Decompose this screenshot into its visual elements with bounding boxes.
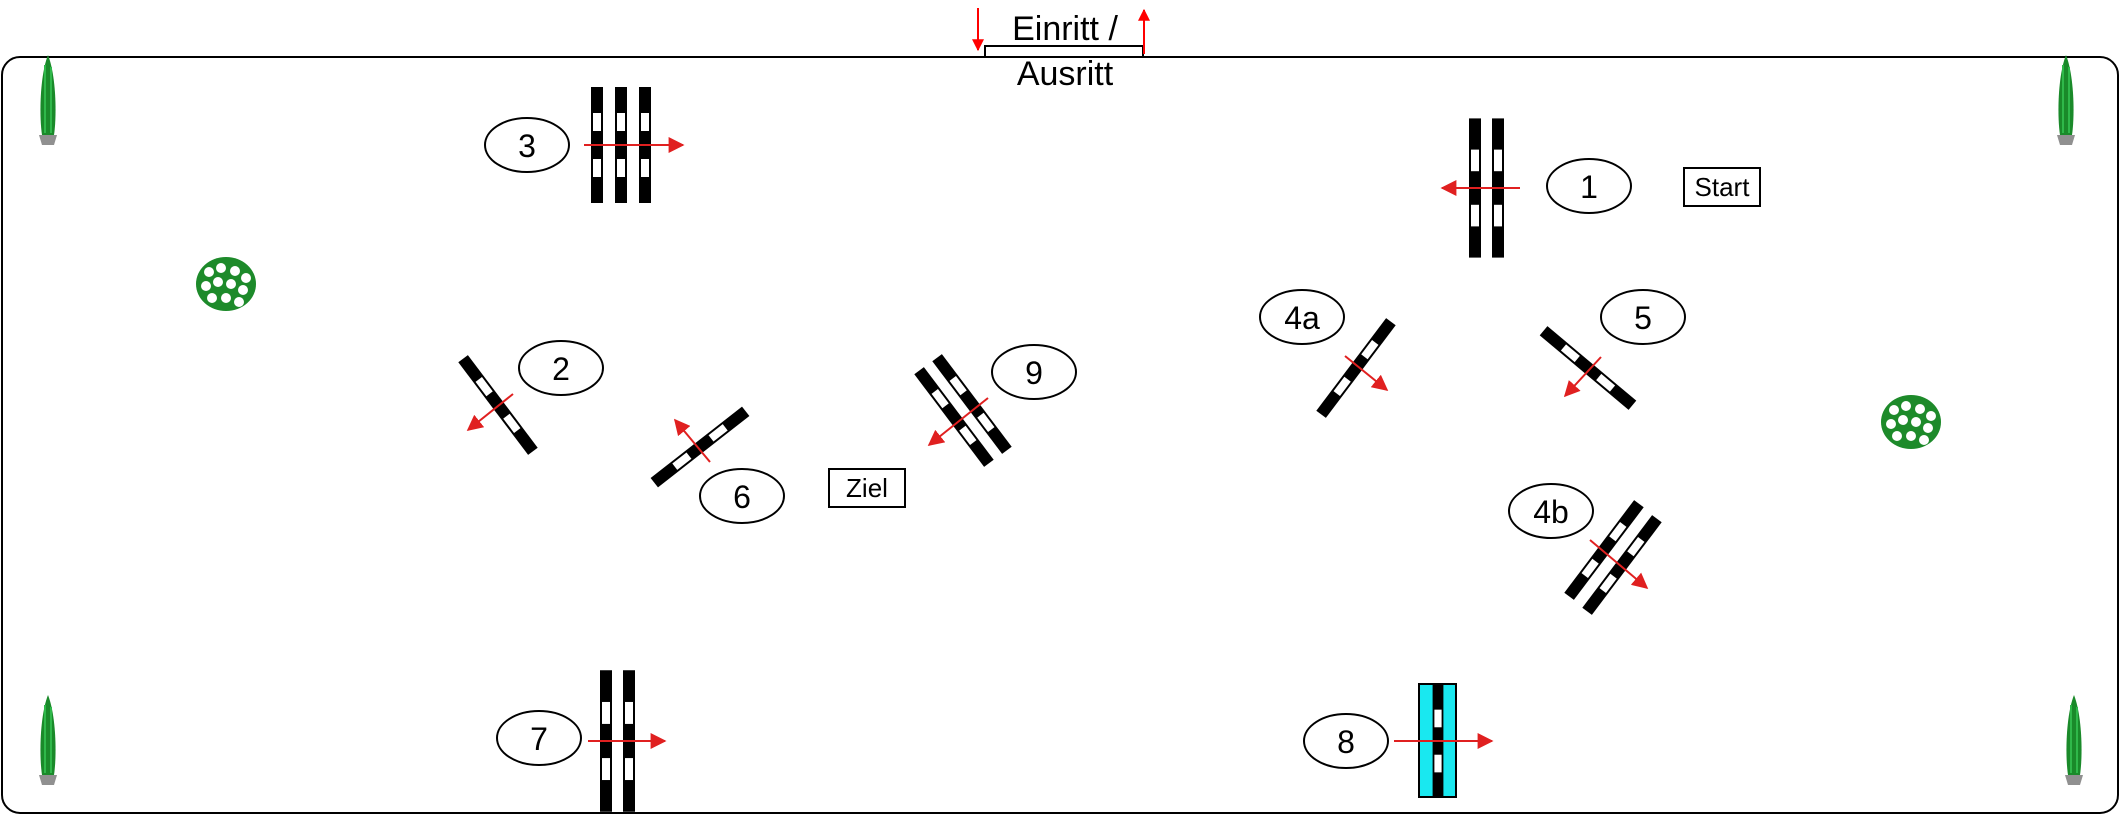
obstacle-8: 8 bbox=[1303, 683, 1494, 798]
obstacle-number-bubble bbox=[1259, 289, 1345, 345]
obstacle-number: 1 bbox=[1580, 169, 1598, 205]
obstacle-number-bubble bbox=[1508, 483, 1594, 539]
obstacle-7: 7 bbox=[496, 670, 667, 812]
obstacle-number-bubble bbox=[1546, 158, 1632, 214]
obstacle-number-bubble bbox=[518, 340, 604, 396]
obstacle-number-bubble bbox=[699, 468, 785, 524]
flower-bush-icon bbox=[1881, 395, 1941, 449]
obstacle-2: 2 bbox=[458, 340, 604, 455]
entrance-label-line1: Einritt / bbox=[1012, 10, 1118, 48]
cypress-plant-icon bbox=[38, 694, 58, 786]
obstacle-6: 6 bbox=[650, 406, 785, 524]
obstacle-number: 5 bbox=[1634, 300, 1652, 336]
obstacle-number-bubble bbox=[991, 344, 1077, 400]
finish-label: Ziel bbox=[846, 473, 888, 503]
start-marker: Start bbox=[1683, 167, 1761, 207]
obstacle-number: 4a bbox=[1284, 300, 1320, 336]
obstacle-number: 4b bbox=[1533, 494, 1569, 530]
obstacle-9: 9 bbox=[914, 344, 1077, 467]
direction-arrow-icon bbox=[673, 418, 711, 463]
obstacle-number: 8 bbox=[1337, 724, 1355, 760]
cypress-plant-icon bbox=[2064, 694, 2084, 786]
obstacle-number: 9 bbox=[1025, 355, 1043, 391]
obstacle-number-bubble bbox=[484, 117, 570, 173]
flower-bush-icon bbox=[196, 257, 256, 311]
obstacle-number-bubble bbox=[1600, 289, 1686, 345]
obstacle-number: 6 bbox=[733, 479, 751, 515]
obstacle-1: 1 bbox=[1440, 118, 1632, 258]
start-label: Start bbox=[1695, 172, 1751, 202]
cypress-plant-icon bbox=[2056, 54, 2076, 146]
direction-arrow-icon bbox=[466, 393, 514, 431]
finish-marker: Ziel bbox=[828, 468, 906, 508]
obstacle-number: 2 bbox=[552, 351, 570, 387]
obstacle-number: 3 bbox=[518, 128, 536, 164]
cypress-plant-icon bbox=[38, 54, 58, 146]
obstacle-number-bubble bbox=[1303, 713, 1389, 769]
direction-arrow-icon bbox=[1344, 355, 1389, 392]
arena-boundary bbox=[1, 56, 2119, 814]
obstacle-3: 3 bbox=[484, 87, 685, 203]
direction-arrow-icon bbox=[1589, 539, 1649, 590]
obstacle-number: 7 bbox=[530, 721, 548, 757]
obstacle-4a: 4a bbox=[1259, 289, 1396, 418]
obstacle-4b: 4b bbox=[1508, 483, 1662, 615]
obstacle-number-bubble bbox=[496, 710, 582, 766]
obstacle-5: 5 bbox=[1539, 289, 1686, 410]
direction-arrow-icon bbox=[927, 397, 989, 446]
direction-arrow-icon bbox=[1563, 356, 1602, 398]
entrance-gate: Einritt / Ausritt bbox=[972, 8, 1150, 93]
entrance-label-line2: Ausritt bbox=[1017, 55, 1114, 93]
